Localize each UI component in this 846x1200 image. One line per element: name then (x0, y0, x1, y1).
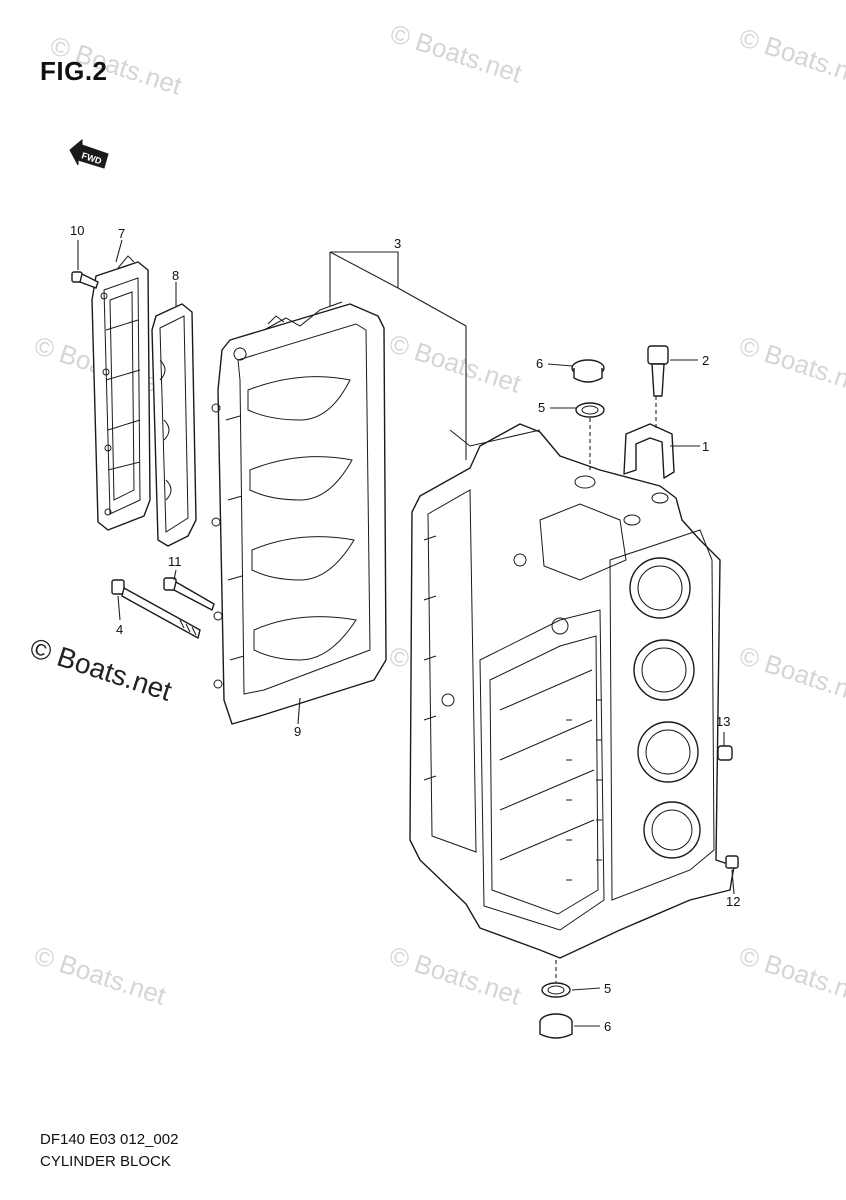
figure-caption: CYLINDER BLOCK (40, 1153, 171, 1170)
part-4-bolt (111, 579, 201, 639)
callout-labels: 1 2 3 4 5 5 6 6 7 8 9 10 11 12 13 (70, 223, 740, 1034)
drawing-code: DF140 E03 012_002 (40, 1131, 179, 1148)
callout-11: 11 (168, 554, 182, 569)
part-10-bolt (71, 271, 99, 289)
part-2-bolt (647, 345, 669, 397)
leader-lines (77, 239, 735, 1027)
part-13-fitting (717, 745, 733, 761)
callout-7: 7 (118, 226, 125, 241)
part-5-washer-top (575, 402, 605, 418)
callout-6-bottom: 6 (604, 1019, 611, 1034)
callout-5-bottom: 5 (604, 981, 611, 996)
part-11-bolt (163, 577, 215, 611)
part-6-plug-bottom (539, 1013, 573, 1039)
part-5-washer-bottom (541, 982, 571, 998)
callout-2: 2 (702, 353, 709, 368)
callout-5-top: 5 (538, 400, 545, 415)
part-6-plug-top (571, 359, 605, 383)
part-1-bracket (623, 423, 675, 479)
part-8-gasket (151, 303, 197, 547)
callout-10: 10 (70, 223, 84, 238)
forward-arrow-icon: FWD (69, 138, 109, 169)
callout-13: 13 (716, 714, 730, 729)
part-7-cover (91, 255, 151, 531)
figure-title: FIG.2 (40, 56, 108, 86)
callout-1: 1 (702, 439, 709, 454)
callout-12: 12 (726, 894, 740, 909)
callout-8: 8 (172, 268, 179, 283)
crankcase-half (211, 301, 387, 725)
callout-6-top: 6 (536, 356, 543, 371)
part-12-fitting (725, 855, 739, 869)
callout-9: 9 (294, 724, 301, 739)
callout-3: 3 (394, 236, 401, 251)
cylinder-block (409, 423, 735, 959)
callout-4: 4 (116, 622, 123, 637)
